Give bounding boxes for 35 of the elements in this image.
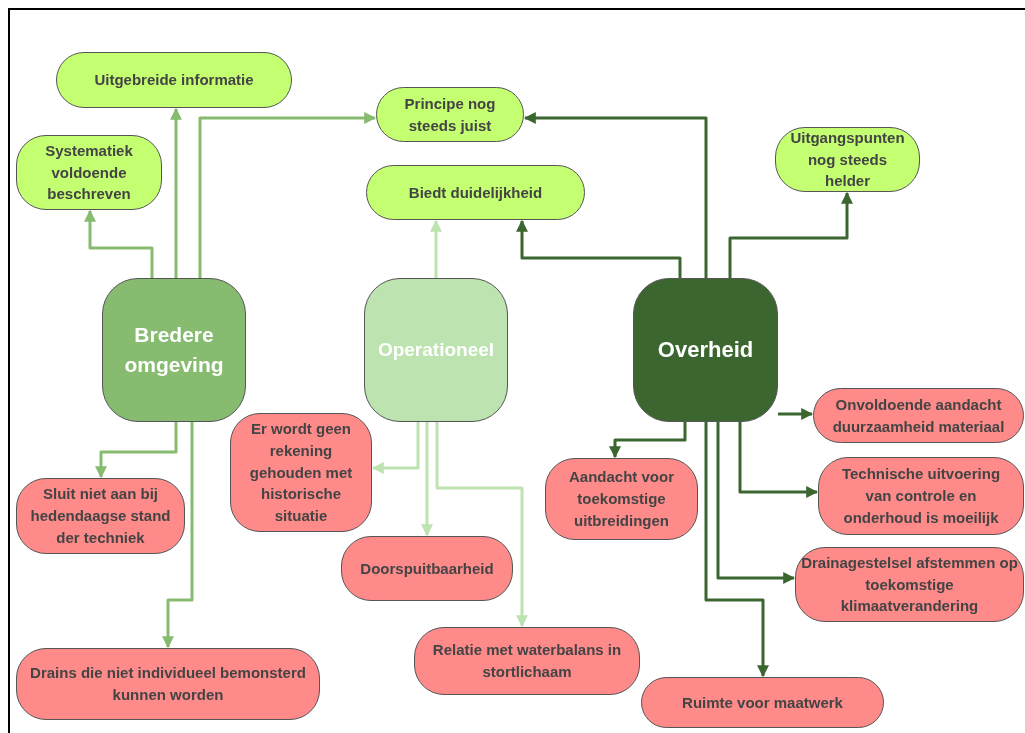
outcome-box: Doorspuitbaarheid — [341, 536, 513, 601]
category-box: Overheid — [633, 278, 778, 422]
outcome-box: Relatie met waterbalans in stortlichaam — [414, 627, 640, 695]
arrow — [421, 422, 433, 537]
outcome-box: Drains die niet individueel bemonsterd kunnen worden — [16, 648, 320, 720]
arrow — [430, 219, 442, 278]
outcome-box: Onvoldoende aandacht duurzaamheid materiaal — [813, 388, 1024, 443]
arrow — [198, 112, 377, 278]
arrow — [778, 408, 814, 420]
arrow — [95, 422, 178, 479]
outcome-box: Uitgebreide informatie — [56, 52, 292, 108]
arrow — [704, 422, 769, 678]
arrow — [716, 422, 796, 584]
arrow — [728, 191, 853, 278]
outcome-box: Systematiek voldoende beschreven — [16, 135, 162, 210]
outcome-box: Biedt duidelijkheid — [366, 165, 585, 220]
outcome-box: Principe nog steeds juist — [376, 87, 524, 142]
arrow — [162, 422, 194, 649]
arrow — [738, 422, 819, 498]
arrow — [435, 422, 528, 628]
category-box: Operationeel — [364, 278, 508, 422]
category-box: Bredere omgeving — [102, 278, 246, 422]
outcome-box: Drainagestelsel afstemmen op toekomstige klimaatverandering — [795, 547, 1024, 622]
arrow — [516, 219, 682, 278]
outcome-box: Technische uitvoering van controle en onderhoud is moeilijk — [818, 457, 1024, 535]
arrow — [609, 422, 687, 459]
outcome-box: Sluit niet aan bij hedendaagse stand der techniek — [16, 478, 185, 554]
arrow — [170, 107, 182, 278]
arrow — [84, 209, 154, 278]
arrow — [371, 422, 420, 474]
outcome-box: Ruimte voor maatwerk — [641, 677, 884, 728]
arrow — [523, 112, 708, 278]
outcome-box: Uitgangspunten nog steeds helder — [775, 127, 920, 192]
outcome-box: Er wordt geen rekening gehouden met historische situatie — [230, 413, 372, 532]
outcome-box: Aandacht voor toekomstige uitbreidingen — [545, 458, 698, 540]
